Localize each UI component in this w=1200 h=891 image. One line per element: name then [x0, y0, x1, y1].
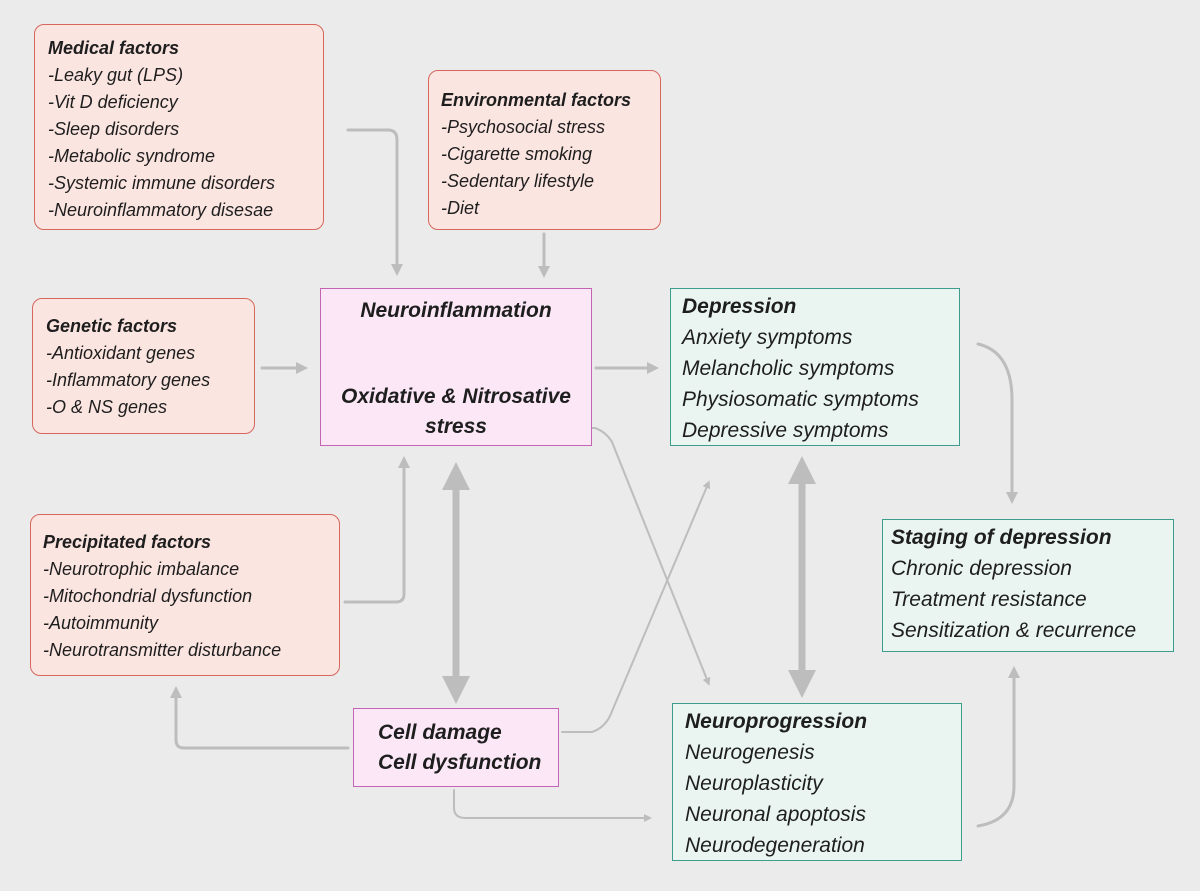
cell-damage-label: Cell damage	[378, 721, 502, 744]
environmental-factor-item: -Cigarette smoking	[441, 144, 593, 164]
medical-factor-item: -Neuroinflammatory disesae	[48, 200, 274, 220]
oxidative-stress-label-line1: Oxidative & Nitrosative	[341, 385, 571, 408]
environmental-factor-item: -Sedentary lifestyle	[441, 171, 595, 191]
neuroinflammation-oxidative-stress-box: Neuroinflammation Oxidative & Nitrosativ…	[320, 288, 592, 446]
medical-factor-item: -Leaky gut (LPS)	[48, 65, 184, 85]
precipitated-factor-item: -Neurotransmitter disturbance	[43, 640, 282, 660]
arrow-cell-damage-to-depression	[561, 480, 711, 733]
medical-factor-item: -Systemic immune disorders	[48, 173, 276, 193]
neuroprogression-box: Neuroprogression Neurogenesis Neuroplast…	[672, 703, 962, 861]
precipitated-factors-box: Precipitated factors -Neurotrophic imbal…	[30, 514, 340, 676]
depression-box: Depression Anxiety symptoms Melancholic …	[670, 288, 960, 446]
arrow-neuroprogression-to-staging	[976, 666, 1020, 828]
precipitated-factor-item: -Mitochondrial dysfunction	[43, 586, 253, 606]
neuroprogression-item: Neurodegeneration	[685, 834, 865, 857]
precipitated-factors-title: Precipitated factors	[43, 532, 212, 552]
depression-symptom-item: Physiosomatic symptoms	[682, 388, 919, 411]
medical-factors-box: Medical factors -Leaky gut (LPS) -Vit D …	[34, 24, 324, 230]
neuroprogression-title: Neuroprogression	[685, 710, 868, 733]
genetic-factor-item: -Inflammatory genes	[46, 370, 211, 390]
medical-factor-item: -Metabolic syndrome	[48, 146, 216, 166]
arrow-precipitated-to-oxidative-stress	[343, 456, 410, 604]
arrow-oxidative-stress-to-neuroprogression	[571, 427, 711, 686]
environmental-factors-title: Environmental factors	[441, 90, 632, 110]
environmental-factor-item: -Diet	[441, 198, 480, 218]
arrow-cell-damage-to-neuroprogression	[453, 789, 652, 822]
medical-factors-title: Medical factors	[48, 38, 180, 58]
staging-item: Treatment resistance	[891, 588, 1087, 611]
arrow-depression-to-staging	[976, 342, 1018, 504]
arrow-cell-damage-to-precipitated	[170, 686, 350, 750]
genetic-factor-item: -Antioxidant genes	[46, 343, 196, 363]
depression-symptom-item: Anxiety symptoms	[682, 326, 853, 349]
depression-symptom-item: Depressive symptoms	[682, 419, 889, 442]
neuroprogression-item: Neuronal apoptosis	[685, 803, 866, 826]
staging-of-depression-box: Staging of depression Chronic depression…	[882, 519, 1174, 652]
staging-item: Sensitization & recurrence	[891, 619, 1137, 642]
cell-damage-box: Cell damage Cell dysfunction	[353, 708, 559, 787]
precipitated-factor-item: -Neurotrophic imbalance	[43, 559, 240, 579]
oxidative-stress-label-line2: stress	[425, 415, 487, 438]
depression-title: Depression	[682, 295, 797, 318]
medical-factor-item: -Vit D deficiency	[48, 92, 178, 112]
precipitated-factor-item: -Autoimmunity	[43, 613, 159, 633]
depression-symptom-item: Melancholic symptoms	[682, 357, 895, 380]
genetic-factors-title: Genetic factors	[46, 316, 178, 336]
arrow-medical-to-neuroinflammation	[346, 128, 403, 276]
genetic-factor-item: -O & NS genes	[46, 397, 168, 417]
environmental-factors-box: Environmental factors -Psychosocial stre…	[428, 70, 661, 230]
neuroinflammation-label: Neuroinflammation	[360, 299, 552, 322]
medical-factor-item: -Sleep disorders	[48, 119, 180, 139]
neuroprogression-item: Neuroplasticity	[685, 772, 823, 795]
neuroprogression-item: Neurogenesis	[685, 741, 815, 764]
staging-item: Chronic depression	[891, 557, 1072, 580]
staging-title: Staging of depression	[891, 526, 1112, 549]
environmental-factor-item: -Psychosocial stress	[441, 117, 606, 137]
cell-dysfunction-label: Cell dysfunction	[378, 751, 542, 774]
genetic-factors-box: Genetic factors -Antioxidant genes -Infl…	[32, 298, 255, 434]
